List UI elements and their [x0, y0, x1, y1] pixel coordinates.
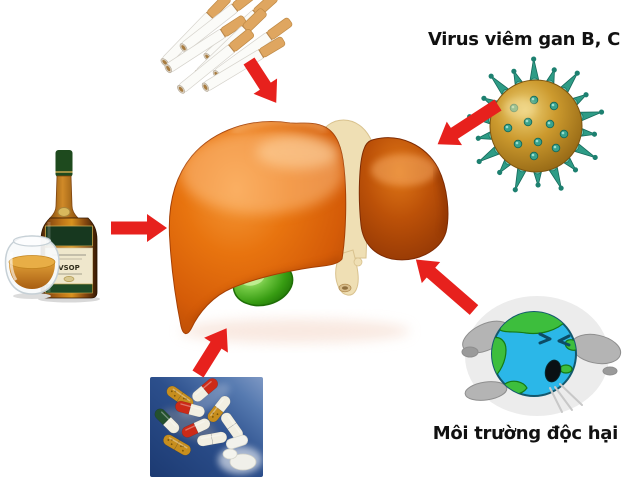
risk-arrows: [111, 57, 502, 378]
virus-label: Virus viêm gan B, C: [427, 29, 620, 50]
alcohol-bottle-glass-icon: VSOP: [4, 150, 100, 303]
tablets: [222, 434, 257, 471]
arrow-virus-to-liver: [437, 99, 502, 146]
capsules: [154, 378, 244, 456]
polluted-earth-icon: [461, 296, 622, 416]
whiskey-glass: [4, 235, 60, 299]
cough-lines: [549, 383, 583, 413]
arrow-environment-to-liver: [415, 259, 479, 315]
environment-label: Môi trường độc hại: [432, 423, 619, 444]
ligament-stalk: [335, 249, 359, 296]
bottle-label-text: VSOP: [58, 264, 80, 272]
earth-face: [538, 332, 571, 347]
pills-icon: [150, 377, 263, 477]
arrow-alcohol-to-liver: [111, 214, 167, 242]
liver-illustration: [168, 119, 449, 343]
smoke-clouds: [461, 320, 622, 401]
arrow-pills-to-liver: [192, 328, 228, 378]
cigarettes-icon: [160, 0, 293, 94]
arrow-cigarettes-to-liver: [243, 57, 278, 103]
hepatitis-virus-icon: [467, 56, 605, 193]
